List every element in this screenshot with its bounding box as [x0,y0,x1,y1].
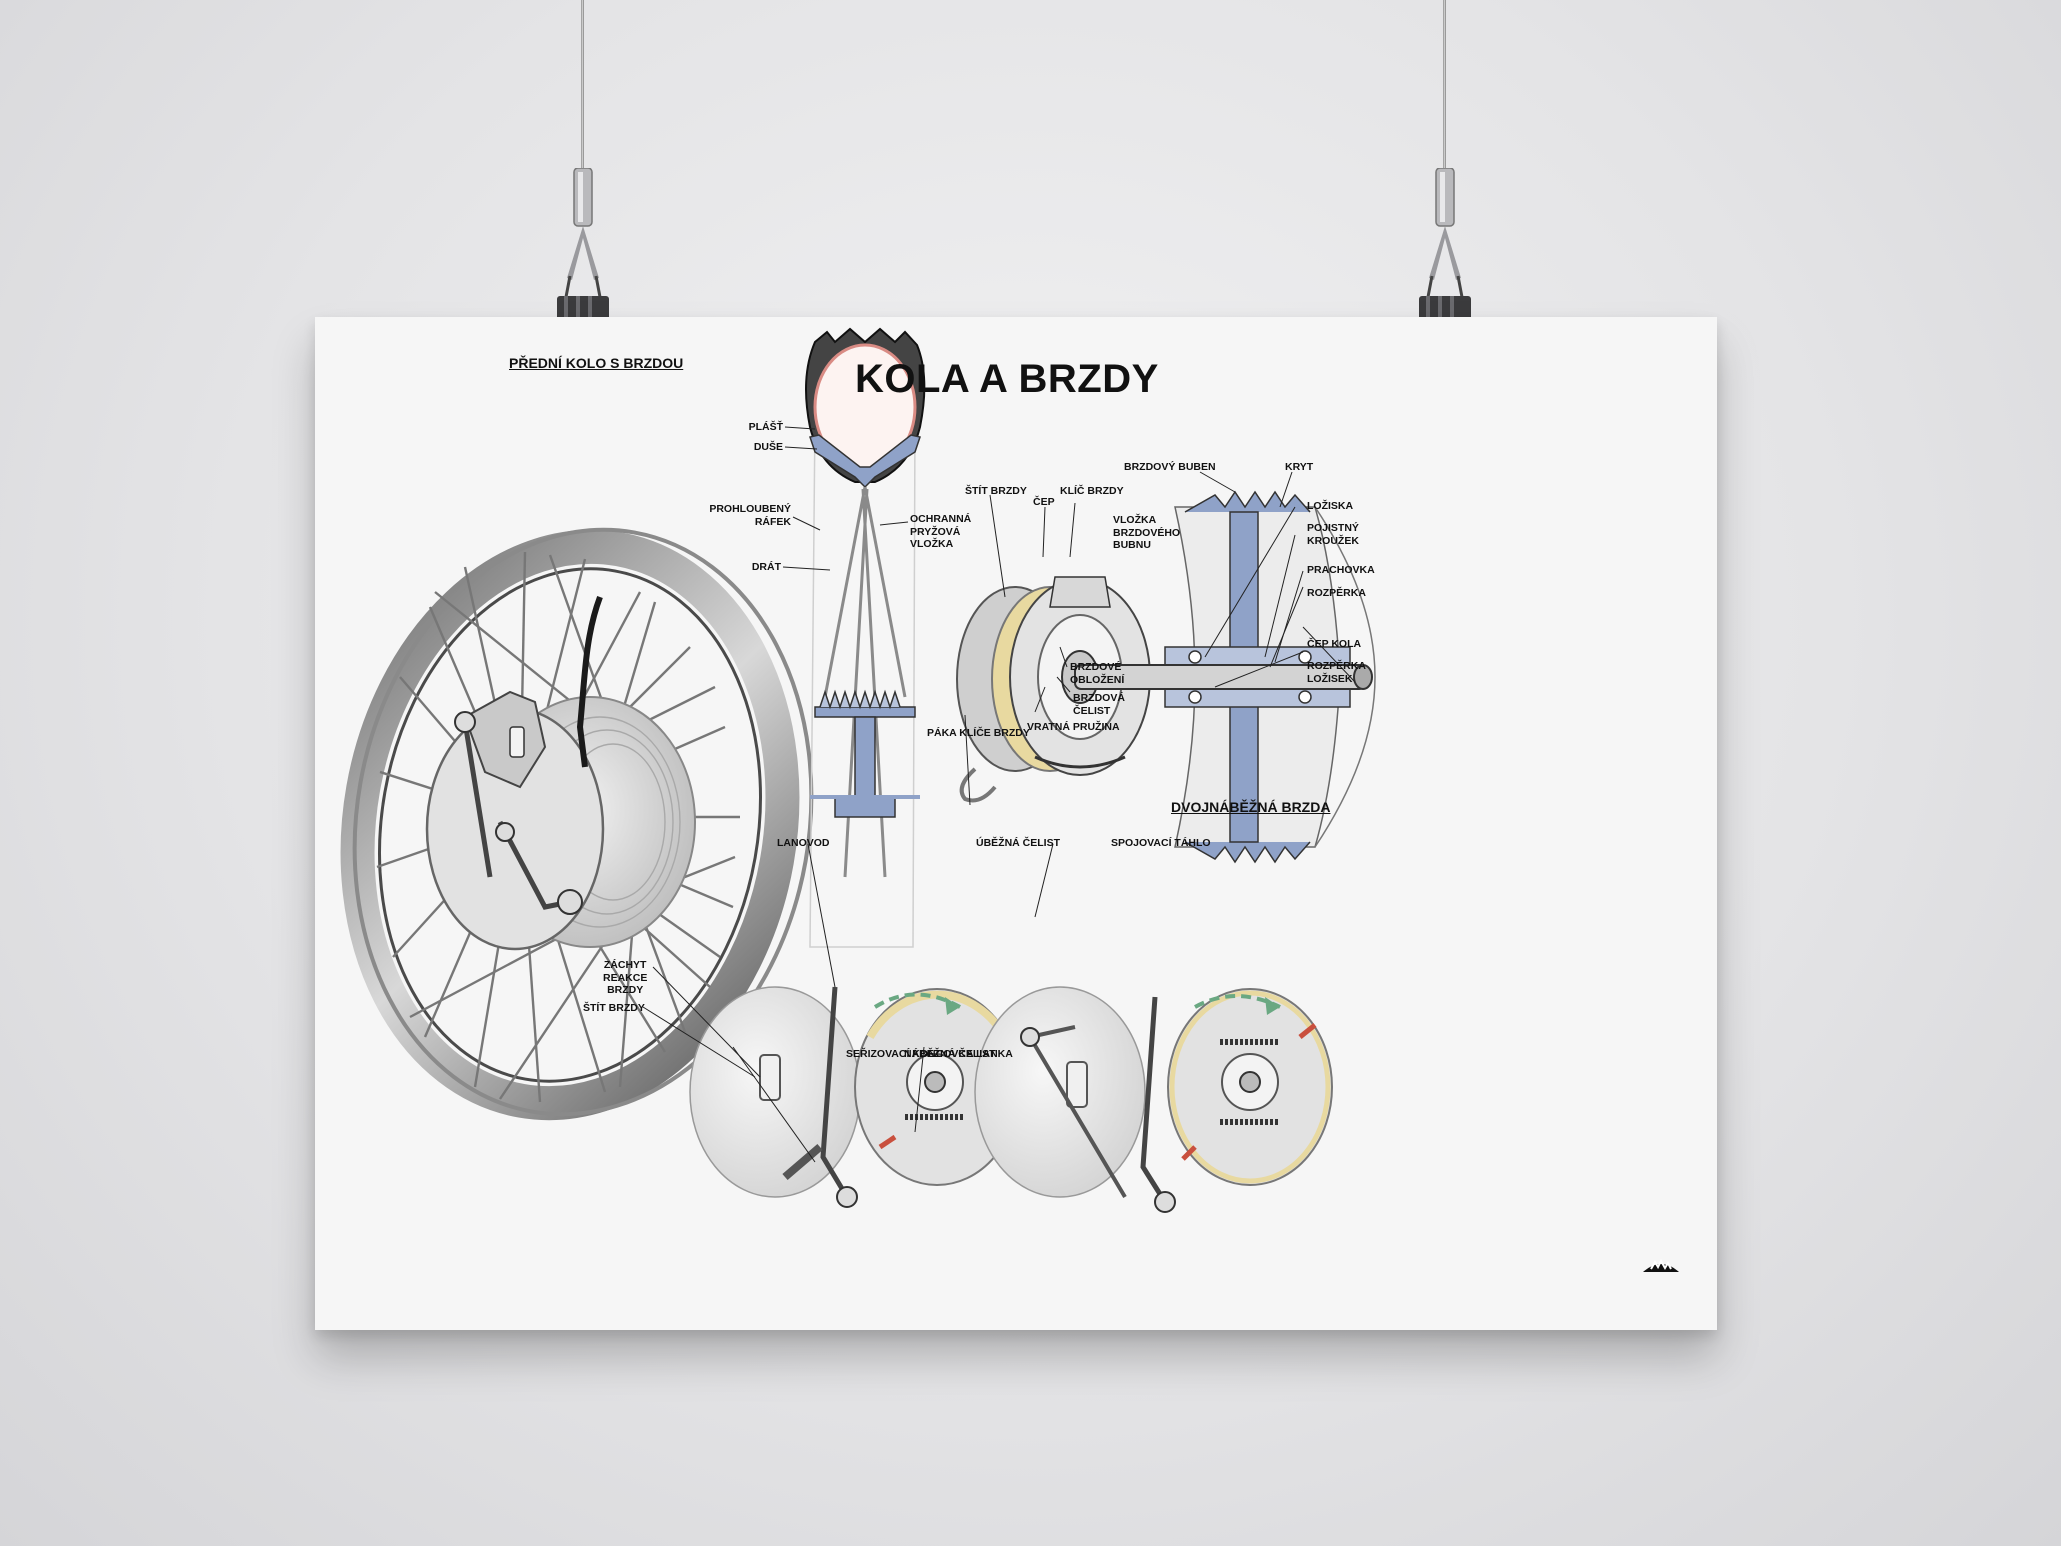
label-stit-brzdy: ŠTÍT BRZDY [965,485,1027,497]
label-klic-brzdy: KLÍČ BRZDY [1060,485,1124,497]
label-prohloubeny-rafek: PROHLOUBENÝ RÁFEK [709,503,791,528]
label-duse: DUŠE [753,441,783,453]
leader-lines [642,426,1356,1163]
jawa-logo-icon [1643,1258,1679,1272]
right-wire [1443,0,1446,190]
label-cep-kola: ČEP KOLA [1307,638,1362,650]
label-ochranna-vlozka: OCHRANNÁ PRYŽOVÁ VLOŽKA [910,513,972,550]
label-cep: ČEP [1033,496,1055,508]
poster-title: KOLA A BRZDY [855,357,1159,401]
label-nabezna-celist: NÁBĚŽNÁ ČELIST [904,1048,996,1060]
label-spojovaci-tahlo: SPOJOVACÍ TÁHLO [1111,837,1211,849]
label-paka-klice-brzdy: PÁKA KLÍČE BRZDY [927,727,1030,739]
label-zachyt-reakce-brzdy: ZÁCHYT REAKCE BRZDY [603,959,648,996]
single-leading-brake-plate-illustration [689,986,861,1208]
label-brzdove-oblozeni: BRZDOVÉ OBLOŽENÍ [1070,661,1125,686]
poster: KOLA A BRZDY PŘEDNÍ KOLO S BRZDOU DVOJNÁ… [315,317,1717,1330]
label-ubezna-celist: ÚBĚŽNÁ ČELIST [976,837,1060,849]
label-pojistny-krouzek: POJISTNÝ KROUŽEK [1307,522,1359,547]
section-title-front-wheel: PŘEDNÍ KOLO S BRZDOU [509,355,684,371]
poster-illustrations [340,327,1376,1213]
label-drat: DRÁT [751,561,781,573]
left-wire [581,0,584,190]
single-leading-brake-internal-illustration [854,988,1020,1186]
label-rozperka: ROZPĚRKA [1307,587,1366,599]
double-leading-brake-plate-illustration [974,986,1176,1213]
hub-section-illustration [1074,490,1376,864]
label-plast: PLÁŠŤ [748,421,783,433]
front-wheel-illustration [340,527,814,1121]
label-rozperka-lozisek: ROZPĚRKA LOŽISEK [1307,660,1366,685]
label-stit-brzdy-bottom: ŠTÍT BRZDY [583,1002,645,1014]
label-kryt: KRYT [1285,461,1314,473]
tire-cross-section-illustration [805,327,926,948]
label-lanovod: LANOVOD [777,837,830,849]
section-title-double-brake: DVOJNÁBĚŽNÁ BRZDA [1171,799,1331,815]
label-prachovka: PRACHOVKA [1307,564,1375,576]
double-leading-brake-internal-illustration [1167,988,1333,1186]
label-loziska: LOŽISKA [1307,500,1354,512]
label-brzdova-celist: BRZDOVÁ ČELIST [1073,692,1125,717]
label-vlozka-brzdoveho-bubnu: VLOŽKA BRZDOVÉHO BUBNU [1113,514,1181,551]
label-vratna-pruzina: VRATNÁ PRUŽINA [1027,721,1120,733]
label-serizovaci-koncovka-lanka: SEŘIZOVACÍ KONCOVKA LANKA [846,1048,1013,1060]
label-brzdovy-buben: BRZDOVÝ BUBEN [1124,461,1216,473]
